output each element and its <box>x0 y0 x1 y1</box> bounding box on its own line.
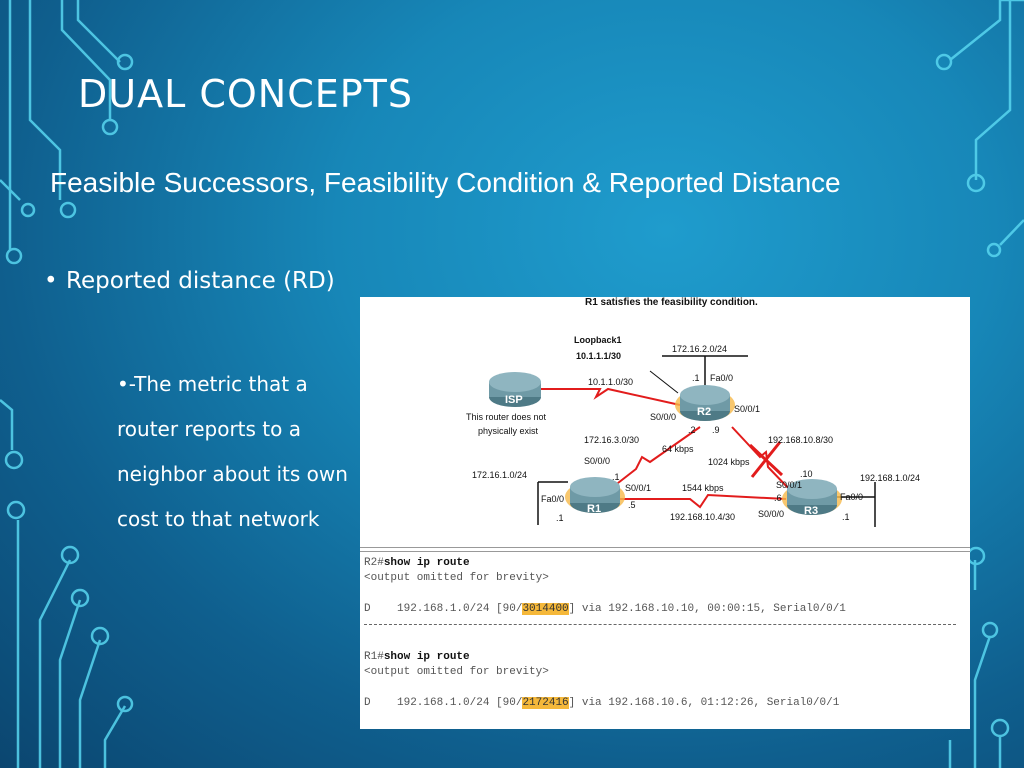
route-output-panel: R2#show ip route <output omitted for bre… <box>360 547 970 729</box>
red-links <box>540 387 793 509</box>
r2-command-line: R2#show ip route <box>364 557 470 569</box>
bullet-dot: • <box>44 268 58 294</box>
svg-text:S0/0/0: S0/0/0 <box>584 456 610 466</box>
link-r1-r3 <box>612 493 787 509</box>
router-isp: ISP <box>489 372 541 407</box>
sub-bullet-definition: •-The metric that a router reports to a … <box>117 362 357 542</box>
svg-text:Fa0/0: Fa0/0 <box>541 494 564 504</box>
svg-text:S0/0/1: S0/0/1 <box>776 480 802 490</box>
svg-text:.2: .2 <box>688 425 696 435</box>
svg-text:R2: R2 <box>697 406 711 418</box>
panel-top-border <box>360 547 970 548</box>
slide-title: Dual concepts <box>78 72 413 116</box>
svg-text:10.1.1.0/30: 10.1.1.0/30 <box>588 377 633 387</box>
svg-text:physically exist: physically exist <box>478 426 539 436</box>
svg-text:1024 kbps: 1024 kbps <box>708 457 750 467</box>
svg-text:.10: .10 <box>800 469 813 479</box>
link-fail-mark <box>748 441 784 478</box>
svg-text:192.168.10.4/30: 192.168.10.4/30 <box>670 512 735 522</box>
svg-text:S0/0/0: S0/0/0 <box>758 509 784 519</box>
svg-text:Fa0/0: Fa0/0 <box>840 492 863 502</box>
svg-text:.5: .5 <box>628 500 636 510</box>
svg-text:172.16.1.0/24: 172.16.1.0/24 <box>472 470 527 480</box>
svg-text:ISP: ISP <box>505 394 523 406</box>
link-isp-r2 <box>540 387 681 406</box>
r2-route-line: D 192.168.1.0/24 [90/3014400] via 192.16… <box>364 603 846 615</box>
svg-text:10.1.1.1/30: 10.1.1.1/30 <box>576 351 621 361</box>
svg-text:.9: .9 <box>712 425 720 435</box>
svg-text:S0/0/1: S0/0/1 <box>734 404 760 414</box>
sub-bullet-text: -The metric that a router reports to a n… <box>117 372 348 531</box>
diagram-caption: R1 satisfies the feasibility condition. <box>585 297 758 308</box>
svg-text:.1: .1 <box>692 373 700 383</box>
router-r2: R2 <box>675 385 735 421</box>
r1-route-line: D 192.168.1.0/24 [90/2172416] via 192.16… <box>364 697 840 709</box>
r1-omitted-line: <output omitted for brevity> <box>364 666 549 678</box>
sub-bullet-dot: • <box>117 372 129 396</box>
svg-text:.1: .1 <box>556 513 564 523</box>
bullet-reported-distance: • Reported distance (RD) <box>44 258 344 304</box>
svg-text:S0/0/0: S0/0/0 <box>650 412 676 422</box>
svg-text:172.16.2.0/24: 172.16.2.0/24 <box>672 344 727 354</box>
r2-metric-highlight: 3014400 <box>522 603 569 615</box>
topology-svg: R1 satisfies the feasibility condition. <box>466 297 920 527</box>
svg-text:172.16.3.0/30: 172.16.3.0/30 <box>584 435 639 445</box>
link-r1-r2 <box>599 426 701 498</box>
r1-metric-highlight: 2172416 <box>522 697 569 709</box>
svg-text:This router does not: This router does not <box>466 412 547 422</box>
svg-text:Loopback1: Loopback1 <box>574 335 622 345</box>
svg-text:.1: .1 <box>842 512 850 522</box>
svg-text:1544 kbps: 1544 kbps <box>682 483 724 493</box>
svg-text:.6: .6 <box>774 493 782 503</box>
r1-command-line: R1#show ip route <box>364 651 470 663</box>
topology-diagram: R1 satisfies the feasibility condition. <box>360 297 970 547</box>
svg-text:192.168.10.8/30: 192.168.10.8/30 <box>768 435 833 445</box>
router-r3: R3 <box>782 479 842 517</box>
slide-subtitle: Feasible Successors, Feasibility Conditi… <box>50 167 841 198</box>
svg-text:.1: .1 <box>612 472 620 482</box>
bullet-text: Reported distance (RD) <box>66 268 335 294</box>
panel-top-border-2 <box>360 551 970 552</box>
svg-text:192.168.1.0/24: 192.168.1.0/24 <box>860 473 920 483</box>
svg-text:R3: R3 <box>804 505 818 517</box>
router-r1: R1 <box>565 477 625 515</box>
svg-text:64 kbps: 64 kbps <box>662 444 694 454</box>
diagram-labels: Loopback1 10.1.1.1/30 This router does n… <box>466 335 920 523</box>
r2-omitted-line: <output omitted for brevity> <box>364 572 549 584</box>
output-divider <box>364 624 956 625</box>
svg-text:S0/0/1: S0/0/1 <box>625 483 651 493</box>
loopback-arrow <box>649 370 679 394</box>
svg-text:Fa0/0: Fa0/0 <box>710 373 733 383</box>
svg-text:R1: R1 <box>587 503 601 515</box>
